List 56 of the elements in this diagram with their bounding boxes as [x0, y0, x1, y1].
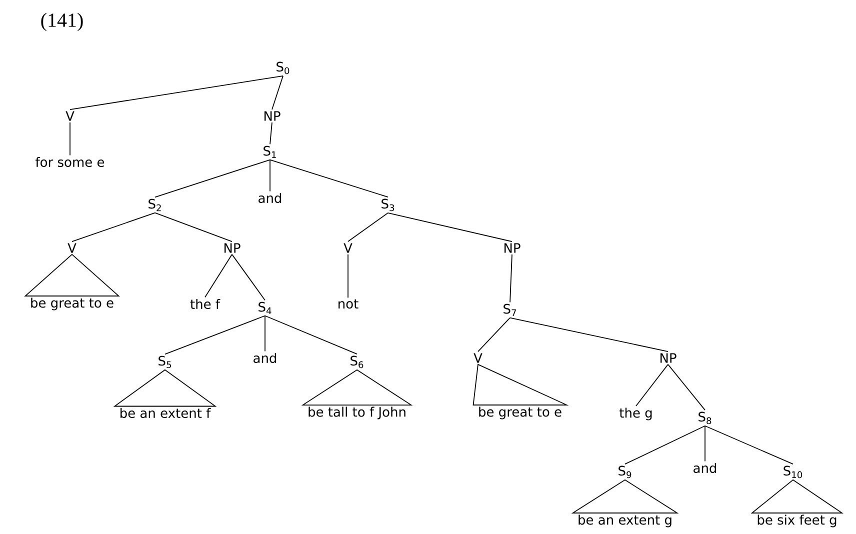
tree-branch	[624, 425, 706, 465]
tree-branch	[478, 317, 510, 352]
category-label: S$_{1}$	[264, 146, 276, 158]
tree-branch	[264, 315, 358, 355]
category-label: V	[66, 111, 74, 121]
category-label: V	[344, 243, 352, 253]
tree-branch	[154, 159, 270, 198]
leaf-phrase: for some e	[36, 156, 104, 168]
category-label: V	[474, 353, 482, 363]
leaf-phrase: and	[694, 462, 716, 474]
example-number: (141)	[41, 12, 83, 32]
leaf-phrase: be great to e	[31, 298, 114, 310]
category-label: NP	[224, 243, 240, 253]
tree-branch	[154, 212, 232, 242]
leaf-phrase: the f	[190, 298, 220, 310]
tree-branch	[348, 212, 388, 242]
category-label: NP	[264, 111, 280, 121]
category-label: V	[68, 243, 76, 253]
tree-branch	[510, 317, 668, 352]
category-label: NP	[504, 243, 520, 253]
tree-branch	[270, 122, 272, 145]
leaf-phrase: and	[258, 192, 282, 204]
category-label: S$_{10}$	[784, 466, 802, 478]
tree-branch	[668, 364, 706, 411]
category-label: S$_{4}$	[258, 302, 272, 314]
leaf-phrase: be six feet g	[758, 514, 836, 528]
tree-branch	[388, 212, 512, 242]
triangle-roof	[472, 364, 569, 406]
category-label: S$_{7}$	[504, 304, 516, 316]
leaf-phrase: be an extent f	[120, 408, 211, 418]
category-label: S$_{3}$	[382, 198, 394, 212]
leaf-phrase: not	[338, 299, 358, 309]
category-label: NP	[660, 353, 676, 363]
category-label: S$_{6}$	[350, 356, 364, 368]
leaf-phrase: be great to e	[479, 406, 562, 420]
tree-branch	[704, 425, 706, 462]
tree-branch	[704, 425, 794, 465]
tree-branch	[70, 75, 284, 110]
tree-branch	[232, 254, 266, 301]
category-label: S$_{5}$	[158, 356, 171, 368]
tree-branch	[510, 254, 512, 303]
leaf-phrase: be tall to f John	[308, 406, 406, 420]
category-label: S$_{9}$	[618, 466, 632, 478]
tree-branch	[636, 364, 668, 406]
leaf-phrase: and	[254, 352, 276, 364]
tree-branch	[264, 315, 266, 352]
leaf-phrase: the g	[620, 408, 652, 420]
tree-branch	[204, 254, 232, 298]
tree-branch	[164, 315, 266, 355]
tree-branch	[272, 75, 284, 110]
leaf-phrase: be an extent g	[578, 514, 672, 528]
category-label: S$_{8}$	[698, 412, 712, 424]
tree-branch	[270, 159, 388, 198]
category-label: S$_{0}$	[276, 62, 290, 74]
category-label: S$_{2}$	[148, 198, 161, 212]
tree-branch	[72, 212, 156, 242]
